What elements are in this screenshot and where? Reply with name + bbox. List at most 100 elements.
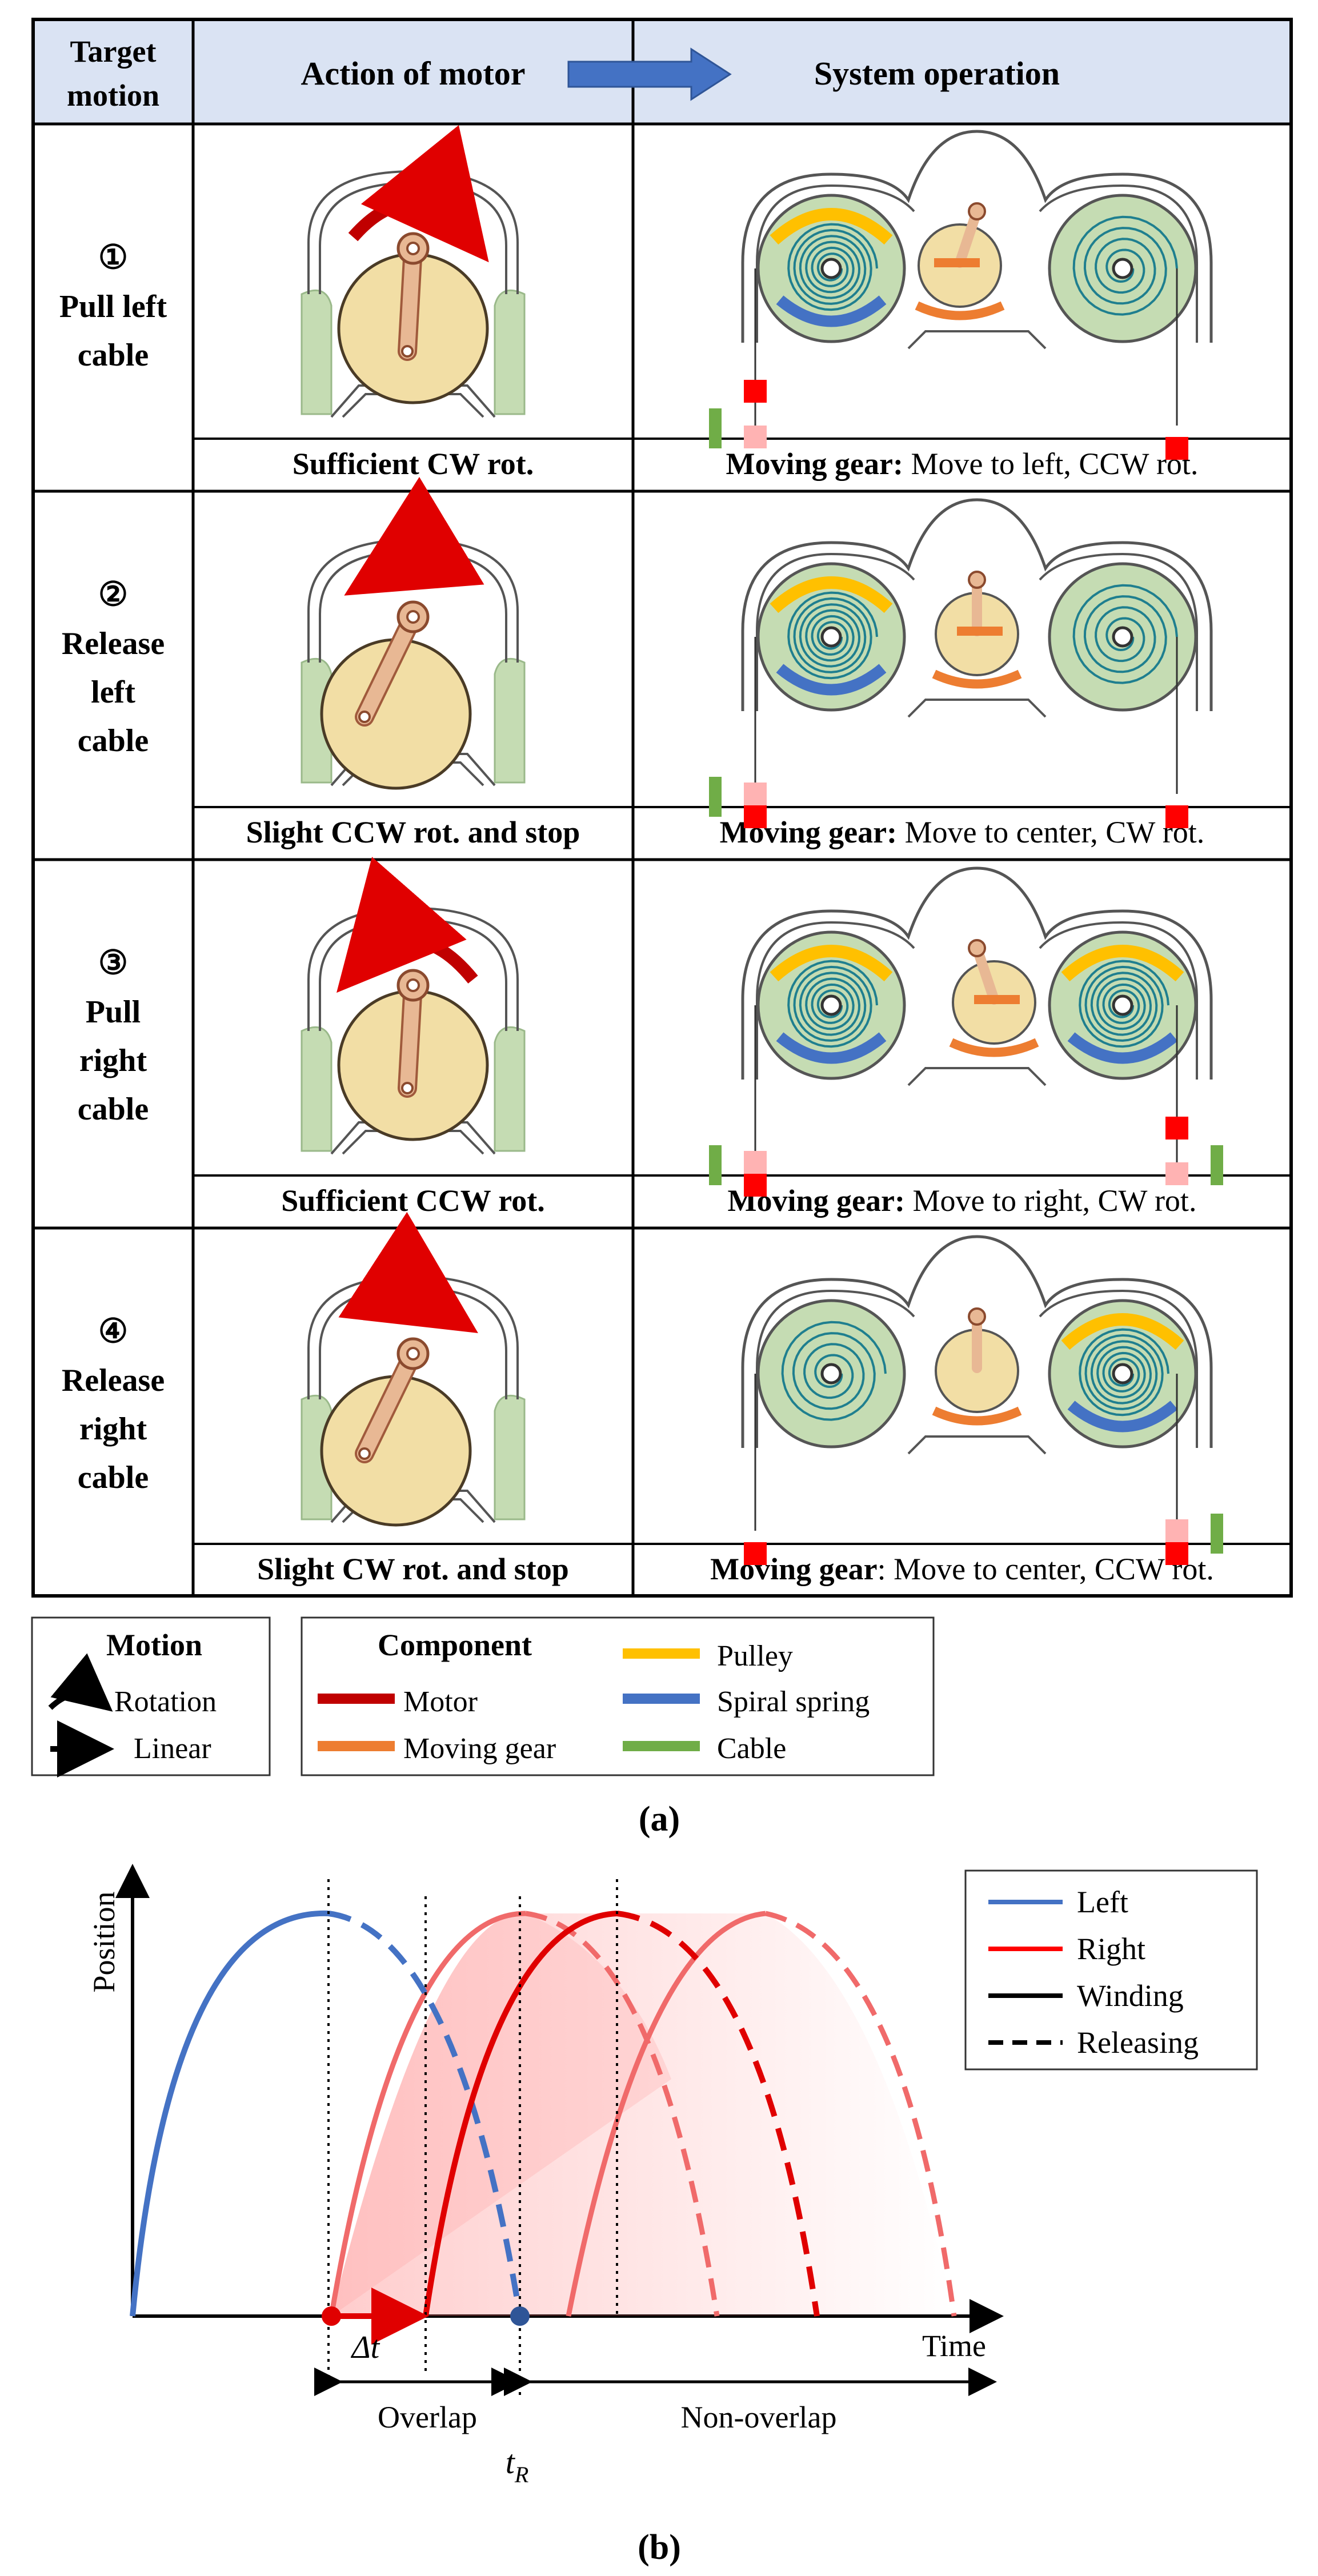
right-mount-pad [494,1026,526,1152]
left-weight [744,1542,767,1565]
legend-moving-gear-swatch [318,1741,395,1751]
system-cell-1 [709,130,1213,460]
motor-crank [357,1346,420,1461]
system-housing-bottom [907,1067,1047,1086]
right-ghost-releasing-2 [765,1911,957,2317]
svg-text:right: right [79,1043,147,1078]
header-action: Action of motor [301,55,525,92]
right-weight-ghost [1165,1162,1188,1185]
motor-rotation-arrow [336,857,478,993]
right-pulley-hub [1112,1363,1133,1385]
moving-gear-rotation-arrow [932,1406,1022,1426]
row4-system-caption: Moving gear: Move to center, CCW rot. [710,1552,1214,1586]
moving-gear-rotation-arrow [915,301,1005,320]
right-winding-curve [423,1911,618,2317]
motion-legend: Motion Rotation Linear [31,1616,271,1777]
system-housing-bottom [907,1435,1047,1455]
legend-cable-swatch [623,1741,700,1751]
legend-releasing-label: Releasing [1077,2025,1199,2060]
row1-action-caption: Sufficient CW rot. [293,447,534,481]
right-mount-pad [494,1394,526,1520]
right-mount-pad [494,289,526,415]
left-spiral-spring [787,223,878,311]
row3-system-caption: Moving gear: Move to right, CW rot. [728,1183,1197,1218]
legend-motor-swatch [318,1694,395,1704]
right-ghost-winding-1 [329,1911,526,2317]
mechanism-table: Target motion Action of motor System ope… [31,18,1293,1598]
motor-shaft-hole [406,610,420,624]
moving-gear-shaft [968,202,986,220]
right-releasing-curve [616,1911,820,2317]
svg-text:Pull left: Pull left [59,289,167,324]
legend-left-label: Left [1077,1885,1128,1919]
right-pulley-arrow [1061,1313,1184,1350]
right-spiral-spring [1072,215,1178,316]
motor-crank [400,241,420,359]
left-pulley-hub [820,994,842,1016]
crank-pin [401,1082,414,1094]
system-housing [741,866,1213,1080]
system-cell-4 [741,1235,1223,1565]
overlap-label: Overlap [378,2400,477,2434]
moving-gear-shaft [968,1307,986,1326]
motor-rotation-arrow [338,1211,478,1333]
legend-pulley-swatch [623,1648,700,1659]
row4-target: ④ Release right cable [62,1313,165,1495]
svg-text:cable: cable [78,723,149,759]
svg-text:④: ④ [98,1313,128,1350]
motor-rotation-arrow [344,476,484,596]
right-pulley-hub [1112,994,1133,1016]
header-target-line1: Target [70,34,157,69]
delta-t-label: Δt [351,2330,380,2365]
left-weight-ghost [744,783,767,805]
panel-b-label: (b) [638,2528,681,2567]
system-cell-2 [709,498,1213,828]
non-overlap-label: Non-overlap [681,2400,837,2434]
motion-legend-title: Motion [106,1628,202,1662]
right-spiral-spring [1079,960,1169,1048]
motor-cell-3 [301,857,526,1155]
left-spiral-spring [781,1321,887,1421]
motor-shaft-hole [406,1347,420,1361]
legend-spring-label: Spiral spring [717,1686,870,1718]
row3-target: ③ Pull right cable [78,944,149,1127]
right-ghost-winding-2 [566,1911,766,2317]
system-cell-3 [709,866,1223,1197]
crank-pin [358,711,371,723]
legend-motor-label: Motor [403,1686,478,1718]
component-legend-title: Component [378,1628,532,1662]
system-housing-bottom [907,330,1047,350]
svg-text:②: ② [98,576,128,613]
left-releasing-curve [328,1911,523,2317]
left-winding-curve [130,1910,329,2317]
left-pulley-hub [820,1363,842,1385]
right-pulley-arrow [1061,945,1184,982]
right-weight-ghost [1165,1519,1188,1542]
motor-illustrations [301,125,526,1527]
timing-plot: Position Time Δt Overlap Non-overlap tR [87,1864,1258,2487]
right-weight [1165,437,1188,460]
row2-target: ② Release left cable [62,576,165,759]
left-weight-ghost [744,1151,767,1174]
left-weight [744,1174,767,1197]
svg-text:left: left [91,675,135,710]
svg-text:cable: cable [78,1092,149,1127]
right-weight [1165,805,1188,828]
motor-cell-1 [301,125,526,418]
rotation-arrow-icon [48,1653,113,1712]
legend-spring-swatch [623,1694,700,1704]
tr-dot [510,2306,530,2326]
svg-text:cable: cable [78,338,149,373]
left-pulley-hub [820,258,842,279]
svg-text:Release: Release [62,1363,165,1398]
system-housing-bottom [907,699,1047,718]
left-mount-pad [301,1026,332,1152]
motor-rotation-arrow [348,125,489,263]
right-pulley-hub [1112,626,1133,648]
legend-winding-label: Winding [1077,1979,1184,2013]
svg-text:③: ③ [98,944,128,981]
moving-gear-shaft [968,939,986,957]
legend-moving-gear-label: Moving gear [403,1732,556,1765]
component-legend: Component Motor Moving gear Pulley Spira… [301,1616,935,1776]
left-weight-ghost [744,426,767,448]
